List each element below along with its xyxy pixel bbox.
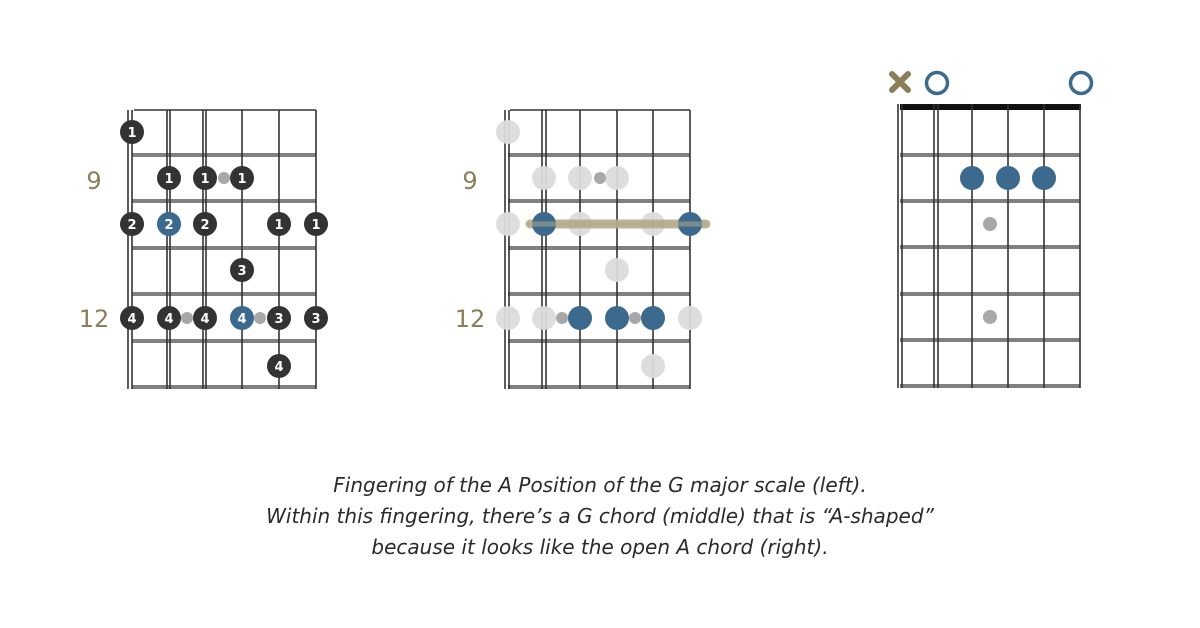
passing-note-dot [254, 312, 266, 324]
fret-label-9: 9 [86, 167, 101, 195]
note-dot: 3 [304, 306, 328, 330]
note-dot: 4 [120, 306, 144, 330]
note-dot: 4 [193, 306, 217, 330]
figure-caption: Fingering of the A Position of the G maj… [0, 470, 1200, 563]
svg-text:1: 1 [200, 172, 209, 187]
note-dot: 1 [193, 166, 217, 190]
passing-note-dot [594, 172, 606, 184]
svg-text:1: 1 [237, 172, 246, 187]
note-dot: 1 [304, 212, 328, 236]
note-dot: 1 [120, 120, 144, 144]
passing-note-dot [556, 312, 568, 324]
fret-marker-dot [983, 217, 997, 231]
open-a-chord-diagram [889, 70, 1094, 388]
svg-text:3: 3 [237, 264, 246, 279]
fret-lines [132, 153, 316, 389]
svg-text:1: 1 [164, 172, 173, 187]
fret-label-12: 12 [455, 305, 486, 333]
open-string-o-icon [924, 70, 950, 96]
string-lines [127, 110, 317, 389]
svg-text:1: 1 [274, 218, 283, 233]
fret-label-9: 9 [462, 167, 477, 195]
svg-text:3: 3 [311, 312, 320, 327]
note-dot: 4 [267, 354, 291, 378]
muted-string-x-icon [889, 71, 911, 93]
svg-text:3: 3 [274, 312, 283, 327]
passing-note-dot [181, 312, 193, 324]
svg-text:4: 4 [127, 312, 136, 327]
svg-text:4: 4 [164, 312, 173, 327]
caption-line-1: Fingering of the A Position of the G maj… [333, 473, 867, 497]
string-lines [897, 104, 1081, 388]
caption-line-3: because it looks like the open A chord (… [371, 535, 829, 559]
caption-line-2: Within this fingering, there’s a G chord… [266, 504, 934, 528]
chord-tones [960, 166, 1056, 190]
svg-text:2: 2 [200, 218, 209, 233]
root-note-dot: 4 [230, 306, 254, 330]
note-dot: 4 [157, 306, 181, 330]
root-note-dot: 2 [157, 212, 181, 236]
note-dot: 3 [267, 306, 291, 330]
a-shaped-g-chord-diagram: 9 12 [455, 109, 711, 389]
note-dot: 1 [157, 166, 181, 190]
svg-text:4: 4 [274, 360, 283, 375]
note-dot: 1 [267, 212, 291, 236]
note-dot: 2 [120, 212, 144, 236]
fret-marker-dot [983, 310, 997, 324]
passing-note-dot [629, 312, 641, 324]
svg-text:4: 4 [237, 312, 246, 327]
fret-lines [900, 153, 1080, 388]
scale-fingering-diagram: 1 1 1 1 2 2 2 1 1 3 4 4 4 4 3 3 4 9 12 [79, 109, 328, 389]
fret-lines [508, 153, 690, 389]
open-string-o-icon [1068, 70, 1094, 96]
svg-text:2: 2 [127, 218, 136, 233]
finger-dots: 1 1 1 1 2 2 2 1 1 3 4 4 4 4 3 3 4 [120, 120, 328, 378]
note-dot: 3 [230, 258, 254, 282]
svg-text:1: 1 [311, 218, 320, 233]
string-lines [504, 110, 691, 389]
chord-tones [532, 212, 702, 330]
fret-label-12: 12 [79, 305, 110, 333]
nut [900, 104, 1081, 110]
passing-note-dot [218, 172, 230, 184]
svg-text:1: 1 [127, 126, 136, 141]
svg-text:2: 2 [164, 218, 173, 233]
svg-text:4: 4 [200, 312, 209, 327]
note-dot: 2 [193, 212, 217, 236]
note-dot: 1 [230, 166, 254, 190]
ghost-scale-notes [496, 120, 702, 378]
